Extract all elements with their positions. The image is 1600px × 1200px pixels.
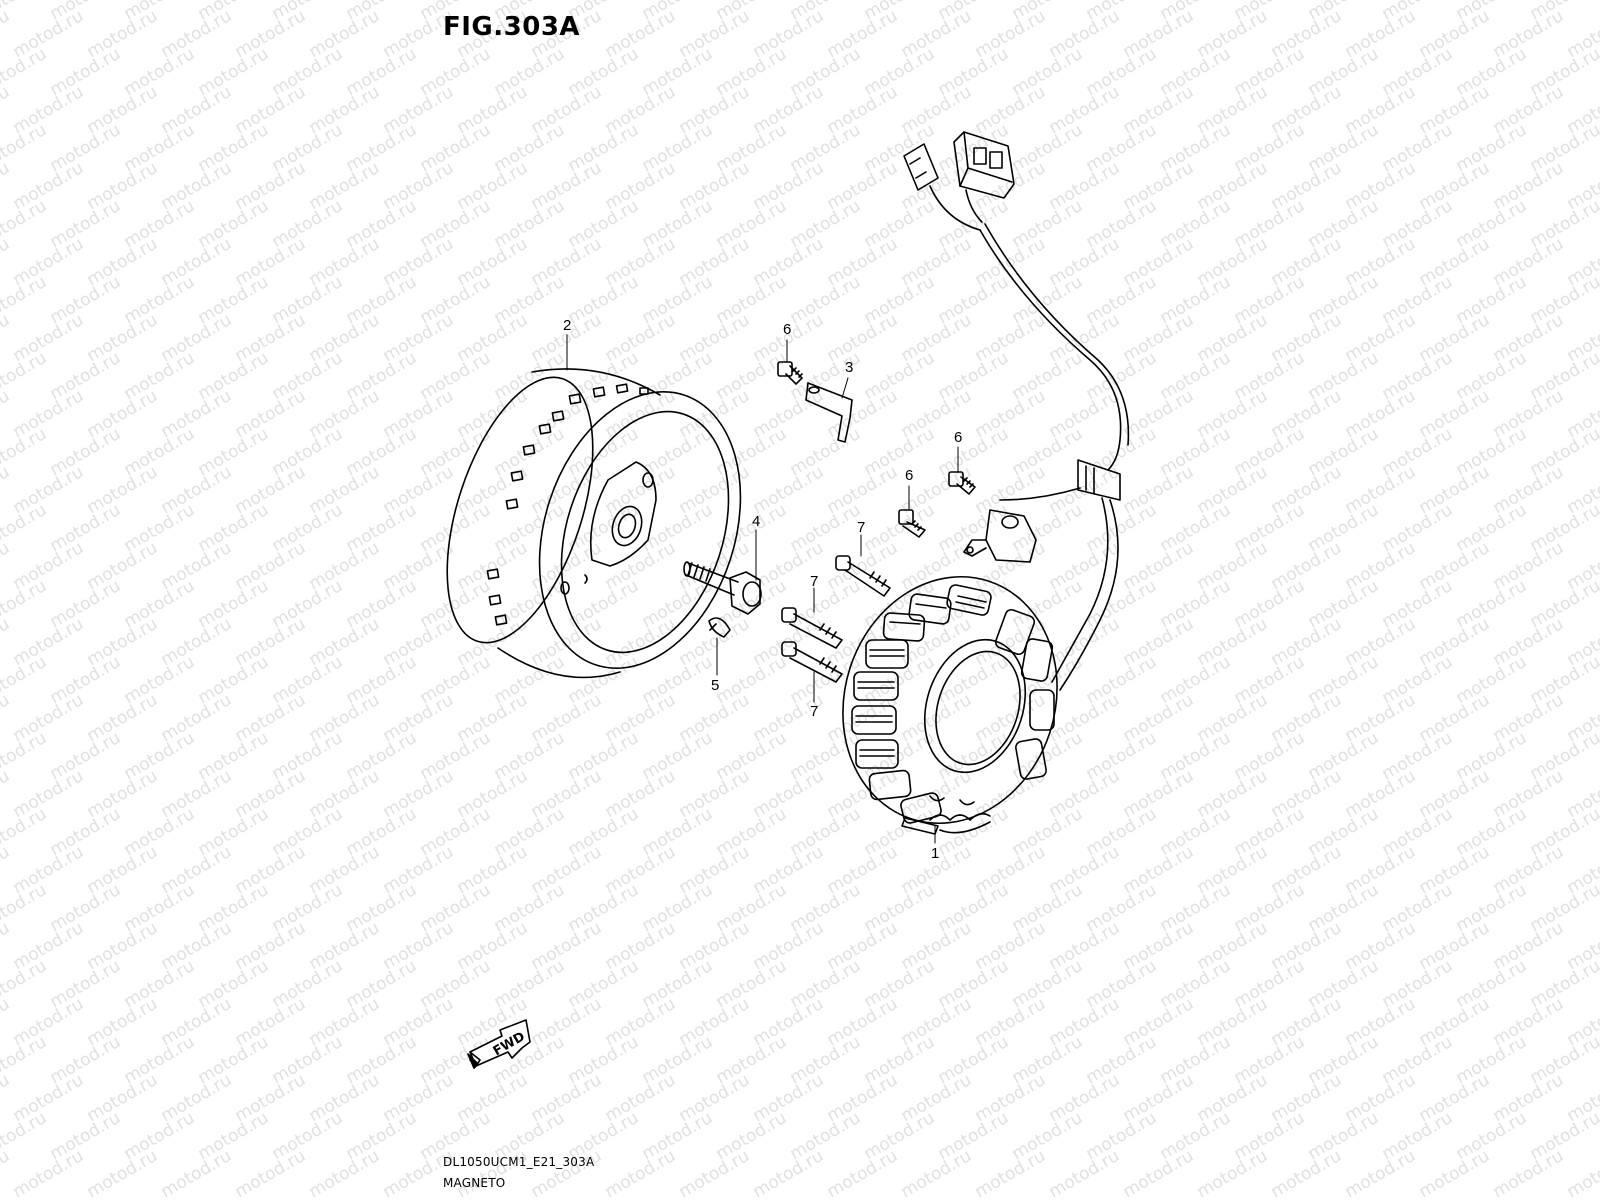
wire-clamp-icon xyxy=(805,382,853,443)
callout-4: 4 xyxy=(752,513,761,530)
figure-code: DL1050UCM1_E21_303A xyxy=(443,1155,595,1169)
small-screw-icon xyxy=(898,509,926,538)
callout-6: 6 xyxy=(905,467,914,484)
callout-6: 6 xyxy=(954,429,963,446)
callout-5: 5 xyxy=(711,677,720,694)
callout-3: 3 xyxy=(845,359,854,376)
rotor-flywheel-icon xyxy=(446,368,742,679)
callout-7: 7 xyxy=(810,573,819,590)
callout-1: 1 xyxy=(931,845,940,862)
stator-bolt-icon xyxy=(781,641,843,683)
callout-7: 7 xyxy=(857,519,866,536)
callout-2: 2 xyxy=(563,317,572,334)
figure-title: FIG.303A xyxy=(443,12,581,42)
harness-connector-icon xyxy=(903,131,1130,691)
stator-bolt-icon xyxy=(835,555,891,597)
rotor-bolt-icon xyxy=(683,561,762,615)
woodruff-key-icon xyxy=(708,617,731,638)
stator-bolt-icon xyxy=(781,607,843,649)
leader-lines xyxy=(566,334,959,844)
figure-name: MAGNETO xyxy=(443,1176,506,1190)
small-screw-icon xyxy=(777,361,803,385)
fwd-arrow-icon xyxy=(467,1019,531,1069)
callout-7: 7 xyxy=(810,703,819,720)
callout-6: 6 xyxy=(783,321,792,338)
small-screw-icon xyxy=(948,471,976,495)
stator-coil-icon xyxy=(842,575,1058,835)
